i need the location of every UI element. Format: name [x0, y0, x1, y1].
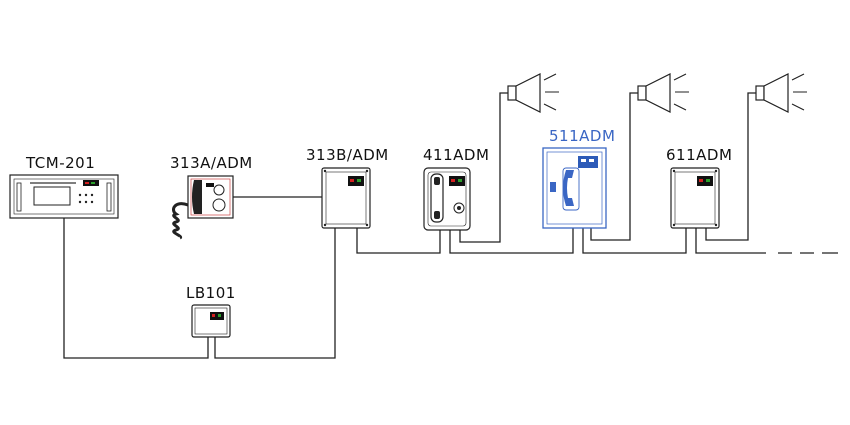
- handset-icon: [430, 173, 444, 223]
- device-label-tcm: TCM-201: [25, 154, 95, 172]
- device-label-611: 611ADM: [666, 146, 732, 164]
- device-611-adm: 611ADM: [666, 146, 732, 229]
- wire-511-611: [582, 228, 687, 254]
- device-label-411: 411ADM: [423, 146, 489, 164]
- wire-611-speaker: [705, 92, 756, 241]
- device-label-lb101: LB101: [186, 284, 236, 302]
- device-label-511: 511ADM: [549, 127, 615, 145]
- lb101-enclosure: [191, 304, 231, 338]
- tcm-display: [33, 186, 71, 206]
- wire-tcm-lb101: [63, 218, 209, 359]
- wire-313b-411: [356, 228, 441, 254]
- handset-icon: [192, 180, 202, 214]
- wire-411-511: [449, 228, 574, 254]
- wire-lb101-313b: [214, 228, 336, 359]
- wire-511-speaker: [590, 92, 638, 241]
- device-411-adm: 411ADM: [423, 146, 489, 231]
- device-label-313a: 313A/ADM: [170, 154, 253, 172]
- device-511-adm: 511ADM: [542, 127, 615, 229]
- device-313a-adm: 313A/ADM: [170, 154, 253, 240]
- horn-speaker-icon: [637, 73, 689, 113]
- device-313b-adm: 313B/ADM: [306, 146, 389, 229]
- device-tcm-201: TCM-201: [9, 154, 119, 219]
- horn-speaker-icon: [507, 73, 559, 113]
- wire-611-out: [695, 228, 766, 254]
- wiring: [63, 92, 838, 359]
- handset-icon: [563, 170, 574, 206]
- wire-411-speaker: [459, 92, 508, 243]
- horn-speaker-icon: [755, 73, 807, 113]
- coiled-cord: [172, 202, 189, 240]
- device-label-313b: 313B/ADM: [306, 146, 389, 164]
- device-lb101: LB101: [186, 284, 236, 338]
